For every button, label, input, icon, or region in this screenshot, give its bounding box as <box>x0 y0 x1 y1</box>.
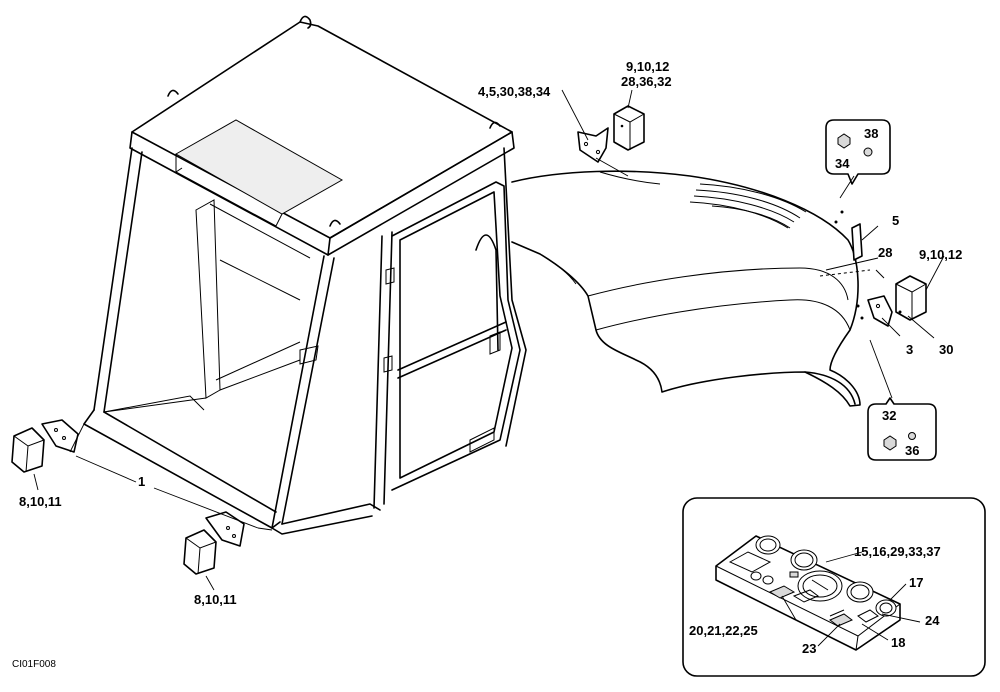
bracket-bottom <box>205 511 245 547</box>
lamp-left <box>11 427 45 473</box>
label-20-21-22-25: 20,21,22,25 <box>689 623 758 638</box>
label-9-10-12-right: 9,10,12 <box>919 247 963 262</box>
lamp-bottom <box>183 529 217 575</box>
label-15-16-29-33-37: 15,16,29,33,37 <box>854 544 941 559</box>
fasteners <box>834 210 902 320</box>
bracket-top <box>577 127 609 163</box>
label-34: 34 <box>835 156 850 171</box>
label-30: 30 <box>939 342 954 357</box>
label-18: 18 <box>891 635 906 650</box>
label-3: 3 <box>906 342 914 357</box>
lamp-right <box>895 275 927 321</box>
label-5: 5 <box>892 213 900 228</box>
operator-cab <box>83 15 527 535</box>
lamp-top <box>613 105 645 151</box>
detail-balloon-32-36 <box>867 339 937 461</box>
label-4-5-30-38-34: 4,5,30,38,34 <box>478 84 551 99</box>
bracket-right <box>867 295 893 327</box>
label-8-10-11-left: 8,10,11 <box>19 494 62 509</box>
label-9-10-12-top: 9,10,12 <box>626 59 670 74</box>
label-32: 32 <box>882 408 897 423</box>
label-23: 23 <box>802 641 817 656</box>
label-36: 36 <box>905 443 920 458</box>
bracket-left <box>41 419 79 453</box>
label-8-10-11-bottom: 8,10,11 <box>194 592 237 607</box>
leader-lines <box>33 89 945 591</box>
label-38: 38 <box>864 126 879 141</box>
plate-5 <box>851 223 863 261</box>
detail-balloon-38-34 <box>825 119 891 199</box>
label-17: 17 <box>909 575 924 590</box>
engine-hood <box>511 170 871 407</box>
drawing-code: CI01F008 <box>12 659 56 670</box>
label-24: 24 <box>925 613 940 628</box>
label-1: 1 <box>138 474 146 489</box>
label-28: 28 <box>878 245 893 260</box>
instrument-panel-detail <box>682 497 986 677</box>
label-28-36-32: 28,36,32 <box>621 74 672 89</box>
